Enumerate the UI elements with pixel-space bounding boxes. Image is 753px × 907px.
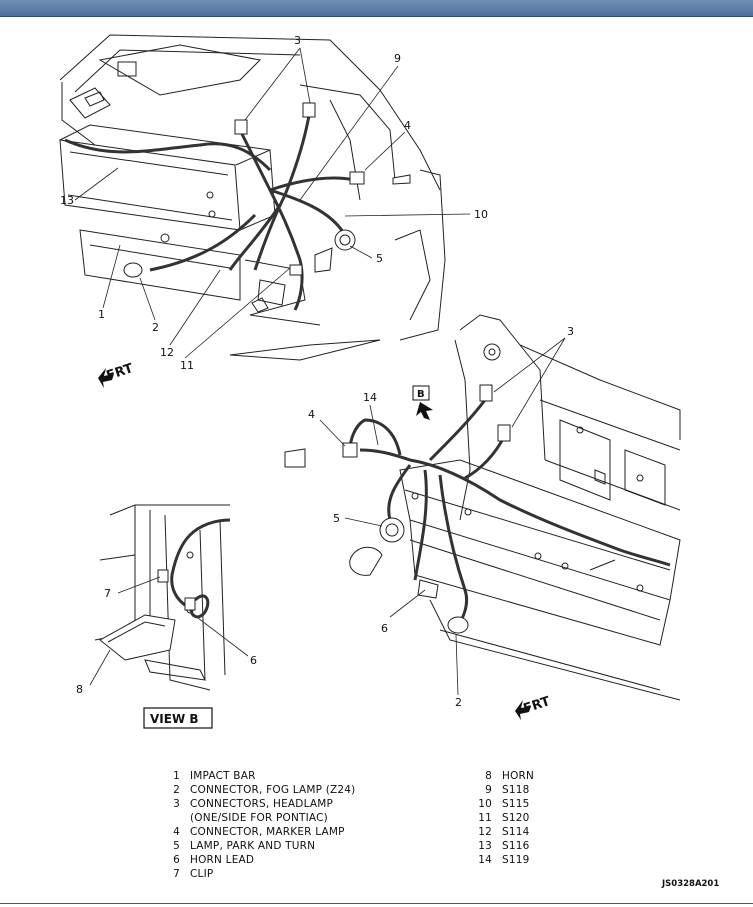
leader-lines <box>74 47 566 696</box>
callout-6-bottom: 6 <box>381 622 388 635</box>
top-view-harness <box>64 109 356 311</box>
right-view-body-structure <box>399 314 681 701</box>
frt-label-top: FRT <box>105 361 136 384</box>
view-b-horn <box>99 569 196 661</box>
callout-9: 9 <box>394 52 401 65</box>
callout-4-bottom: 4 <box>308 408 315 421</box>
figure-code: JS0328A201 <box>662 879 720 889</box>
view-b-label: VIEW B <box>150 712 199 726</box>
top-view-body-structure <box>59 34 446 361</box>
callout-5-top: 5 <box>376 252 383 265</box>
callout-14: 14 <box>363 391 377 404</box>
callout-3-bottom: 3 <box>567 325 574 338</box>
frt-arrow-bottom <box>515 700 531 720</box>
top-view-connectors <box>123 102 411 278</box>
callout-13: 13 <box>60 194 74 207</box>
callout-5-bottom: 5 <box>333 512 340 525</box>
callout-11: 11 <box>180 359 194 372</box>
right-view-harness <box>348 399 671 626</box>
callout-1: 1 <box>98 308 105 321</box>
view-b-arrow <box>412 385 433 420</box>
callout-3-top: 3 <box>294 34 301 47</box>
window-title-bar <box>0 0 753 17</box>
callout-6-view-b: 6 <box>250 654 257 667</box>
wiring-harness-diagram: 3 9 4 10 5 13 1 2 12 11 3 14 4 5 6 2 7 8… <box>59 34 681 729</box>
view-b-harness <box>170 518 231 619</box>
right-view-connectors <box>284 384 511 634</box>
bottom-border <box>0 903 753 904</box>
view-b-structure <box>94 504 230 691</box>
callout-2-top: 2 <box>152 321 159 334</box>
callout-4-top: 4 <box>404 119 411 132</box>
callout-7: 7 <box>104 587 111 600</box>
callout-10: 10 <box>474 208 488 221</box>
frt-label-bottom: FRT <box>522 694 553 717</box>
callout-8: 8 <box>76 683 83 696</box>
legend-item-3-cont: (ONE/SIDE FOR PONTIAC) <box>190 812 328 824</box>
view-b-arrow-label: B <box>417 389 425 400</box>
callout-2-bottom: 2 <box>455 696 462 709</box>
frt-arrow-top <box>98 368 114 388</box>
callout-12: 12 <box>160 346 174 359</box>
